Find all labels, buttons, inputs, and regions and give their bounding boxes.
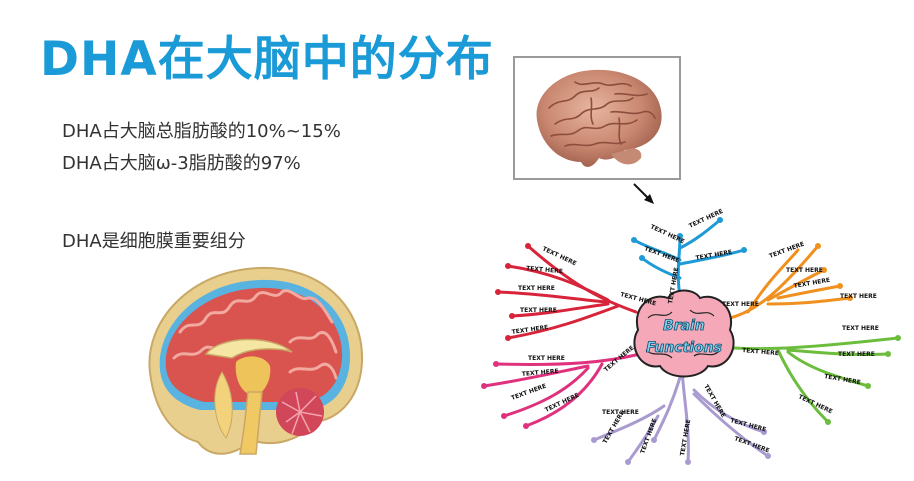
brain-photo — [536, 69, 662, 167]
brain-photo-frame — [513, 56, 681, 180]
center-label-line1: Brain — [663, 318, 705, 334]
branch-label: TEXT HERE — [541, 245, 577, 267]
branch-label: TEXT HERE — [619, 291, 656, 307]
center-label-line2: Functions — [646, 340, 722, 356]
branch-label: TEXT HERE — [838, 351, 875, 358]
branch-label: TEXT HERE — [797, 393, 833, 415]
branch-label: TEXT HERE — [733, 435, 770, 454]
branch-label: TEXT HERE — [695, 249, 732, 262]
branch-lavender — [592, 368, 770, 464]
fact-total-fatty-acid: DHA占大脑总脂肪酸的10%~15% — [62, 121, 341, 142]
branch-label: TEXT HERE — [528, 355, 565, 362]
branch-orange — [728, 244, 852, 320]
brain-functions-mindmap: Brain Functions TEXT HERE TEXT HERE TEXT… — [481, 208, 901, 465]
branch-label: TEXT HERE — [520, 307, 557, 314]
branch-label: TEXT HERE — [526, 265, 563, 275]
branch-magenta — [482, 352, 642, 428]
branch-label: TEXT HERE — [602, 409, 639, 416]
page-title: DHA在大脑中的分布 — [40, 32, 494, 87]
branch-label: TEXT HERE — [518, 285, 555, 292]
branch-label: TEXT HERE — [768, 241, 805, 260]
branch-label: TEXT HERE — [786, 267, 823, 274]
branch-label: TEXT HERE — [722, 301, 759, 308]
branch-label: TEXT HERE — [840, 293, 877, 300]
branch-label: TEXT HERE — [510, 383, 547, 402]
brain-cross-section — [148, 266, 364, 455]
branch-blue — [632, 218, 746, 298]
branch-label: TEXT HERE — [522, 368, 559, 378]
branch-label: TEXT HERE — [824, 373, 861, 386]
pointer-arrow-icon — [633, 183, 654, 204]
branch-label: TEXT HERE — [544, 392, 580, 414]
fact-omega3: DHA占大脑ω-3脂肪酸的97% — [62, 153, 301, 174]
fact-cell-membrane: DHA是细胞膜重要组分 — [62, 231, 246, 252]
center-brain: Brain Functions — [633, 289, 735, 378]
branch-label: TEXT HERE — [679, 419, 692, 456]
branch-label: TEXT HERE — [842, 325, 879, 332]
branch-label: TEXT HERE — [742, 347, 779, 357]
branch-green — [732, 336, 900, 424]
branch-red — [496, 244, 638, 340]
